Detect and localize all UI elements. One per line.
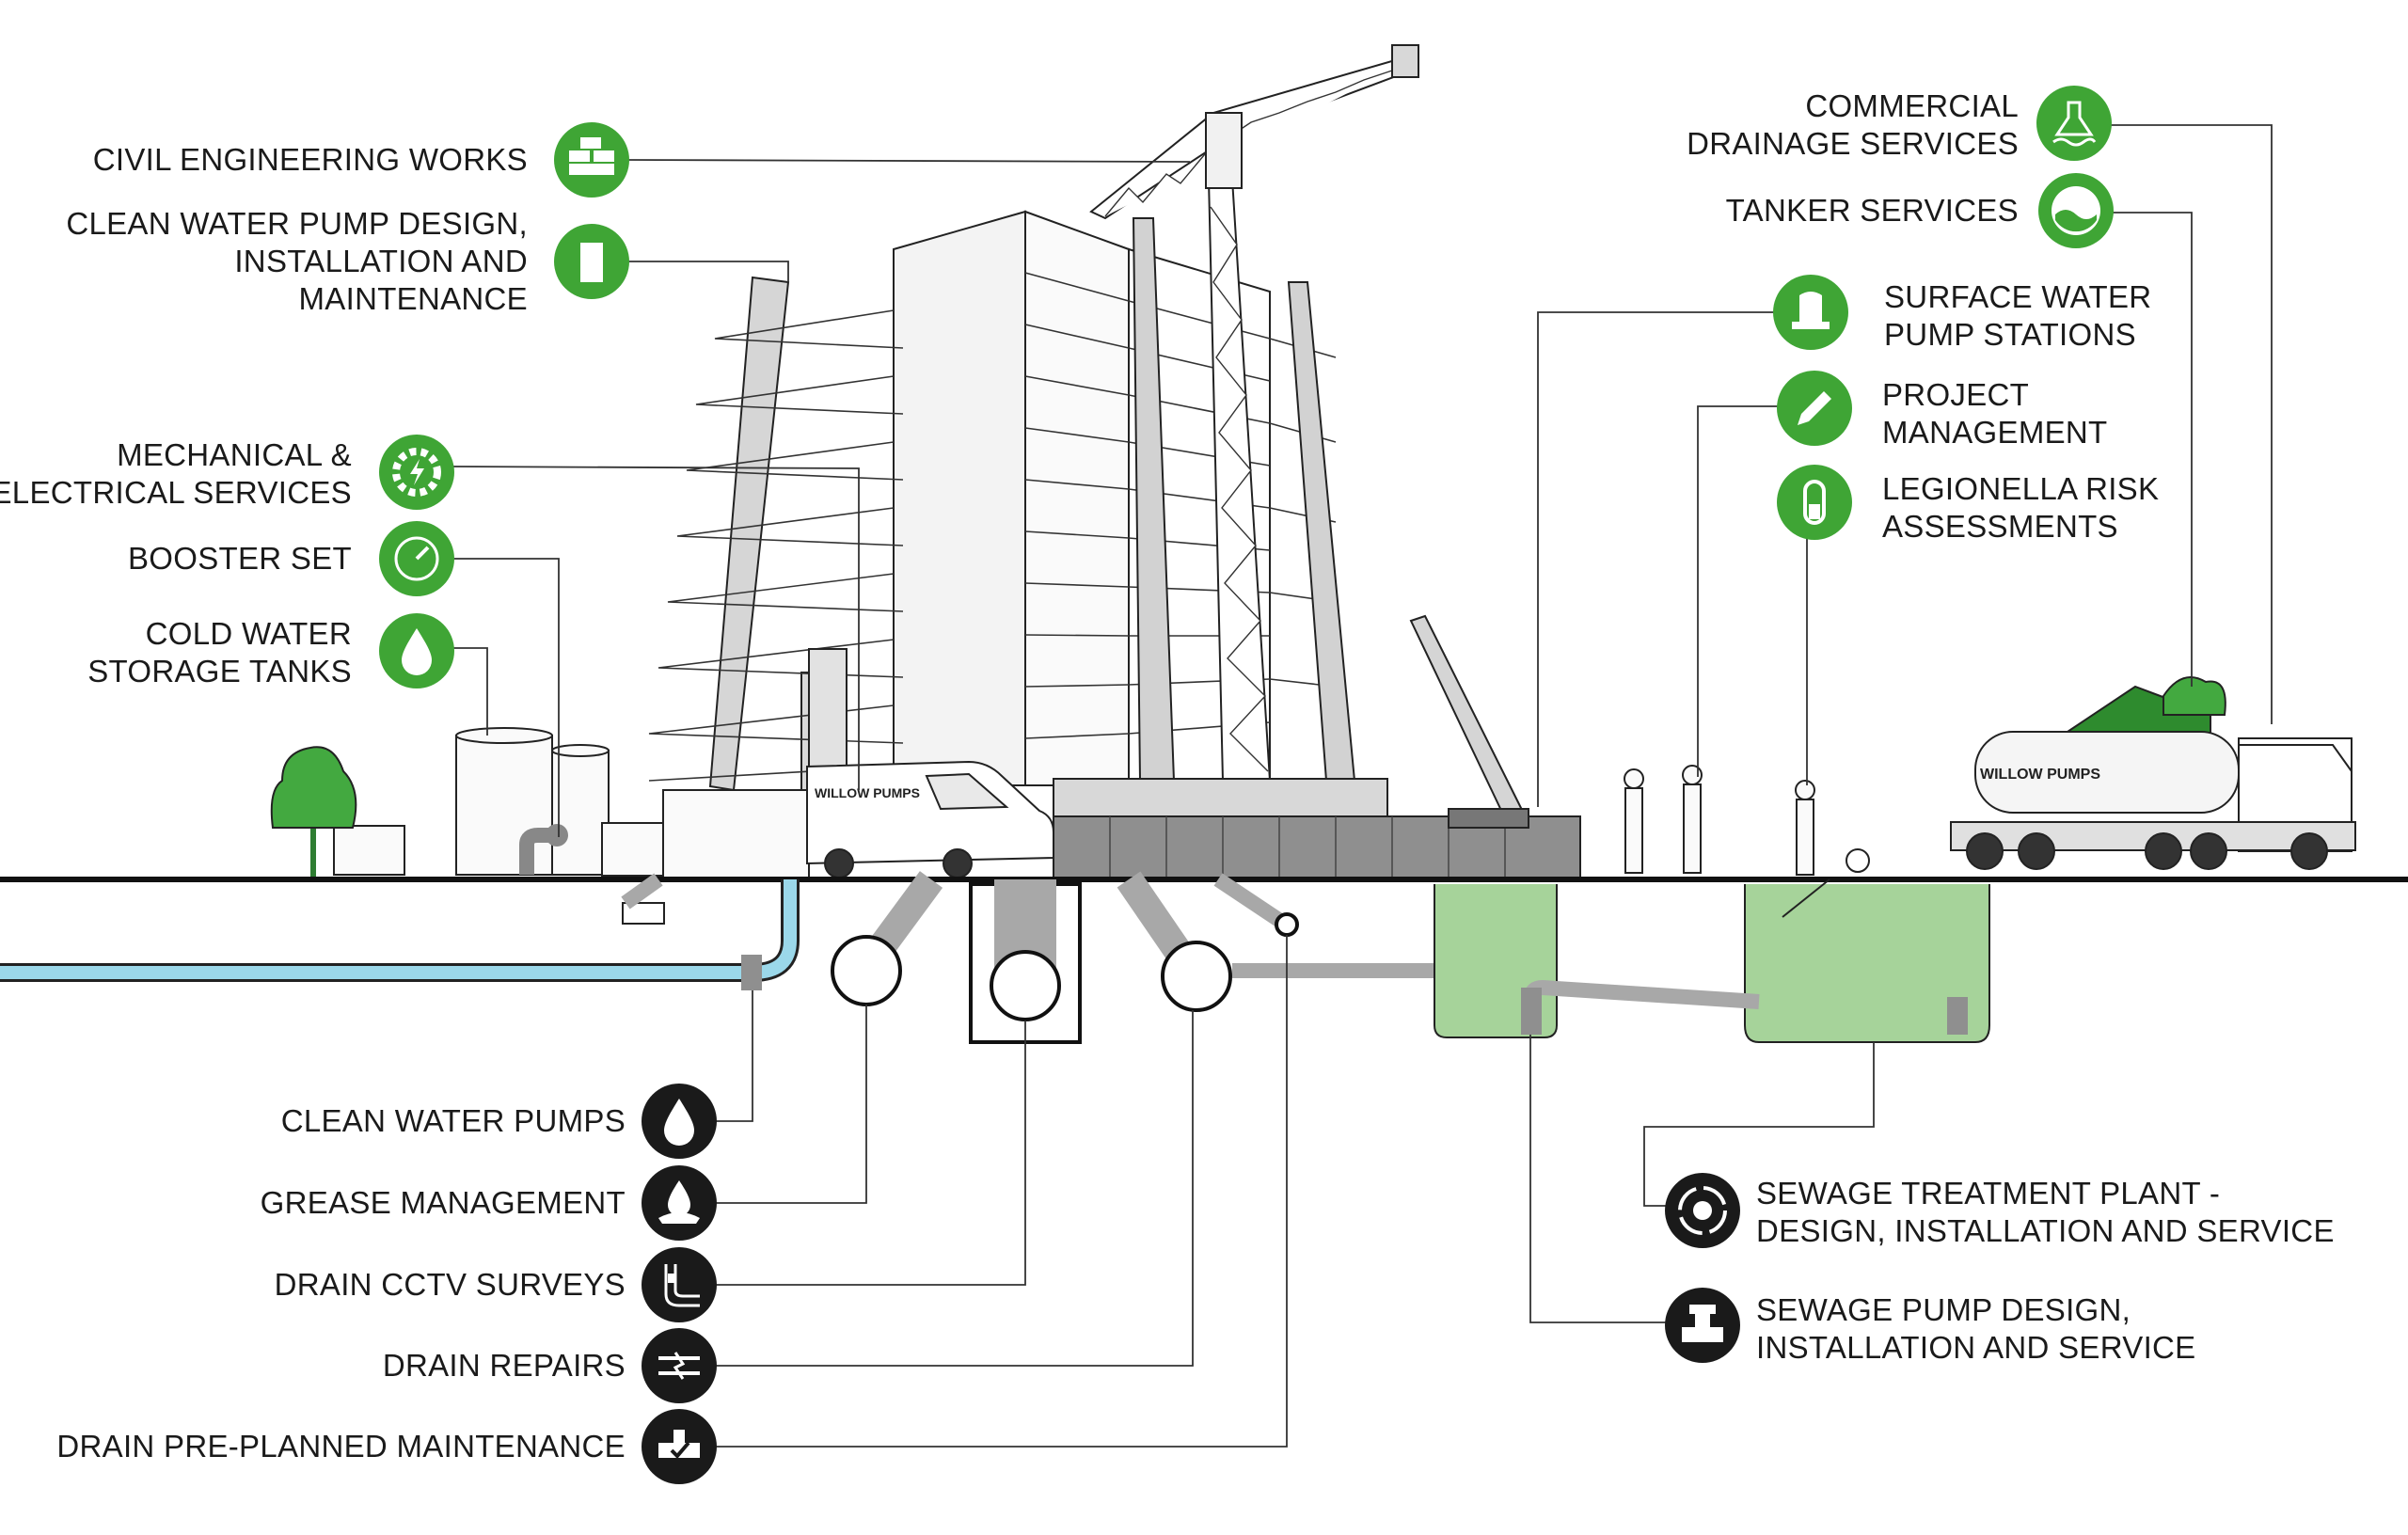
drain-pipes [831, 871, 1434, 1044]
label-drain-repairs: DRAIN REPAIRS [382, 1348, 626, 1383]
treatment-cycle-icon [1665, 1173, 1740, 1248]
willow-pumps-van: WILLOW PUMPS [806, 760, 1054, 878]
grease-trap [622, 902, 665, 925]
drain-flask-icon [2036, 86, 2112, 161]
icons-black [642, 1084, 1740, 1484]
clean-water-main [0, 879, 800, 990]
icons-green [379, 86, 2114, 688]
label-commercial-drainage-services: COMMERCIAL DRAINAGE SERVICES [1687, 88, 2019, 161]
van-logo: WILLOW PUMPS [815, 785, 920, 800]
water-drop-icon [642, 1084, 717, 1159]
label-grease-management: GREASE MANAGEMENT [260, 1185, 626, 1220]
grease-drop-icon [642, 1165, 717, 1241]
connector-lines [452, 124, 2273, 1448]
label-mechanical-electrical: MECHANICAL & ELECTRICAL SERVICES [0, 437, 352, 510]
valve-check-icon [642, 1409, 717, 1484]
label-drain-pre-planned-maintenance: DRAIN PRE-PLANNED MAINTENANCE [56, 1429, 626, 1464]
water-drop-icon [379, 613, 454, 688]
workers [1624, 765, 1870, 876]
label-legionella-risk-assessments: LEGIONELLA RISK ASSESSMENTS [1882, 471, 2160, 544]
gauge-icon [379, 521, 454, 596]
label-surface-water-pump-stations: SURFACE WATER PUMP STATIONS [1884, 279, 2152, 352]
label-civil-engineering-works: CIVIL ENGINEERING WORKS [92, 142, 528, 177]
label-cold-water-storage-tanks: COLD WATER STORAGE TANKS [87, 616, 352, 688]
label-project-management: PROJECT MANAGEMENT [1882, 377, 2108, 450]
label-booster-set: BOOSTER SET [127, 541, 352, 576]
tree [270, 746, 357, 879]
label-sewage-pump-design: SEWAGE PUMP DESIGN, INSTALLATION AND SER… [1756, 1292, 2196, 1365]
pipe-repair-icon [642, 1328, 717, 1403]
label-drain-cctv-surveys: DRAIN CCTV SURVEYS [274, 1267, 626, 1302]
tank-water-icon [2038, 173, 2114, 248]
pencil-icon [1777, 371, 1852, 446]
test-tube-icon [1777, 465, 1852, 540]
label-clean-water-pump-design: CLEAN WATER PUMP DESIGN, INSTALLATION AN… [66, 206, 528, 316]
cctv-pipe-icon [642, 1247, 717, 1322]
building-under-construction [648, 44, 1581, 880]
sewage-pump-icon [1665, 1288, 1740, 1363]
label-clean-water-pumps: CLEAN WATER PUMPS [280, 1103, 626, 1138]
bricks-icon [554, 122, 629, 198]
sewage-tanks [1434, 878, 1990, 1043]
willow-pumps-tanker: WILLOW PUMPS [1950, 676, 2356, 870]
tanker-logo: WILLOW PUMPS [1980, 767, 2100, 783]
gear-lightning-icon [379, 435, 454, 510]
pump-station-icon [1773, 275, 1848, 350]
label-tanker-services: TANKER SERVICES [1725, 193, 2019, 228]
pump-tag-icon [554, 224, 629, 299]
cold-water-storage-tanks [333, 727, 664, 877]
label-sewage-treatment-plant: SEWAGE TREATMENT PLANT - DESIGN, INSTALL… [1756, 1176, 2335, 1248]
